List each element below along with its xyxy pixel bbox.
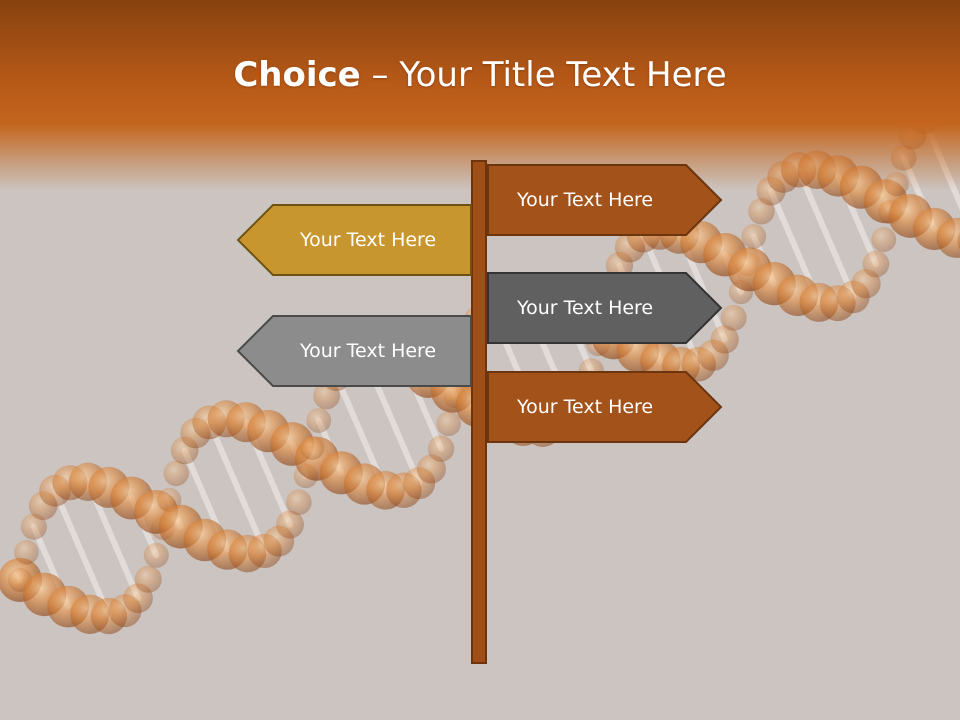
- title-bar: [0, 0, 960, 190]
- helix-bead: [300, 435, 325, 460]
- title-bold: Choice: [233, 55, 361, 95]
- sign-2[interactable]: Your Text Here: [236, 204, 472, 276]
- helix-bead: [306, 408, 332, 433]
- sign-1-shape: [487, 164, 723, 236]
- sign-3-label: Your Text Here: [517, 297, 654, 319]
- helix-bead: [143, 542, 169, 568]
- helix-bead: [436, 411, 462, 437]
- helix-bead: [14, 539, 39, 565]
- sign-3[interactable]: Your Text Here: [487, 272, 723, 344]
- sign-5[interactable]: Your Text Here: [487, 371, 723, 443]
- helix-bead: [285, 489, 312, 516]
- helix-bead: [741, 223, 767, 249]
- helix-bead: [163, 460, 189, 487]
- helix-bead: [134, 565, 162, 593]
- helix-bead: [710, 325, 739, 354]
- helix-bead: [20, 513, 47, 540]
- sign-1-label: Your Text Here: [517, 189, 654, 211]
- helix-bead: [427, 435, 455, 462]
- helix-bead: [862, 250, 890, 278]
- helix-bead: [871, 227, 897, 252]
- helix-bead: [276, 510, 305, 539]
- sign-2-shape: [236, 204, 472, 276]
- sign-4-shape: [236, 315, 472, 387]
- sign-5-shape: [487, 371, 723, 443]
- helix-rung: [206, 419, 268, 554]
- sign-1[interactable]: Your Text Here: [487, 164, 723, 236]
- helix-rung: [52, 487, 112, 619]
- sign-5-label: Your Text Here: [517, 396, 654, 418]
- sign-4-label: Your Text Here: [300, 340, 437, 362]
- sign-2-label: Your Text Here: [300, 229, 437, 251]
- helix-rung: [795, 166, 857, 300]
- sign-4[interactable]: Your Text Here: [236, 315, 472, 387]
- helix-bead: [416, 454, 446, 484]
- helix-bead: [936, 217, 960, 258]
- sign-3-shape: [487, 272, 723, 344]
- slide-title: Choice – Your Title Text Here: [0, 52, 960, 98]
- title-rest: – Your Title Text Here: [360, 55, 727, 95]
- helix-bead: [957, 232, 960, 250]
- helix-bead: [720, 304, 747, 331]
- signpost-pole: [471, 160, 487, 664]
